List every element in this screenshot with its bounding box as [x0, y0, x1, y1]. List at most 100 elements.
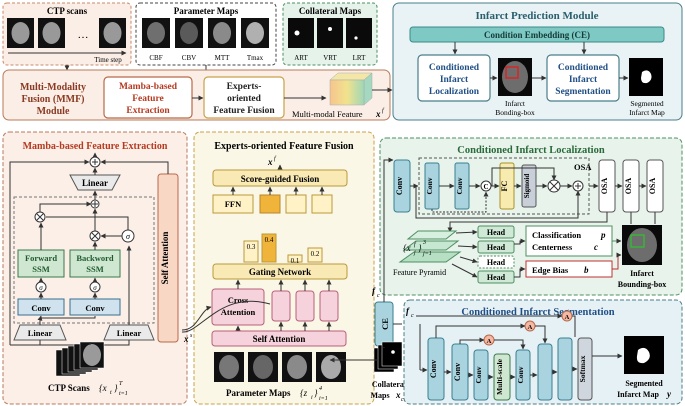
ctp-brain-1 [11, 22, 30, 44]
svg-text:{z: {z [300, 388, 308, 398]
svg-text:Attention: Attention [221, 307, 256, 317]
svg-text:j=1: j=1 [422, 251, 432, 257]
svg-text:Infarct Map: Infarct Map [617, 390, 659, 399]
svg-text:Maps: Maps [370, 391, 389, 400]
svg-text:Score-guided Fusion: Score-guided Fusion [241, 174, 320, 184]
mmf-module: Multi-Modality Fusion (MMF) Module Mamba… [2, 69, 391, 121]
svg-text:Conditioned: Conditioned [429, 63, 480, 73]
svg-text:t: t [110, 390, 112, 396]
svg-text:Conv: Conv [453, 363, 462, 381]
ce-side: f c CE Collateral Maps x c [329, 157, 407, 403]
svg-text:Feature Pyramid: Feature Pyramid [393, 268, 446, 277]
mamba-extraction-panel: Mamba-based Feature Extraction Linear σ … [2, 131, 193, 405]
param-label-2: MTT [215, 54, 231, 62]
svg-text:i=1: i=1 [319, 396, 328, 402]
head-2 [477, 240, 515, 254]
svg-text:Infarct: Infarct [505, 99, 526, 108]
svg-text:Cross: Cross [228, 295, 249, 305]
ffn-expert-3 [285, 194, 307, 214]
svg-text:s: s [190, 333, 193, 339]
svg-text:Head: Head [487, 258, 506, 267]
svg-text:}: } [314, 388, 318, 398]
svg-text:Gating Network: Gating Network [249, 267, 311, 277]
svg-text:f: f [382, 107, 385, 114]
svg-text:OSA: OSA [574, 162, 592, 172]
svg-text:Linear: Linear [117, 328, 142, 338]
seg-conv-6 [557, 337, 573, 401]
loc-title: Conditioned Infarct Localization [457, 145, 605, 156]
ctp-ellipsis: … [78, 29, 89, 41]
coll-label-2: LRT [353, 54, 367, 62]
svg-text:Classification: Classification [532, 230, 581, 240]
svg-text:Localization: Localization [429, 87, 480, 97]
svg-text:Conv: Conv [455, 177, 464, 194]
ctp-stack [55, 341, 105, 377]
mmf-title-1: Multi-Modality [20, 82, 86, 93]
param-token-3 [295, 290, 315, 322]
svg-text:Conv: Conv [474, 366, 483, 383]
svg-text:CE: CE [380, 318, 390, 330]
svg-text:c: c [401, 397, 404, 403]
svg-text:OSA: OSA [624, 178, 633, 195]
svg-text:Extraction: Extraction [126, 106, 170, 116]
svg-text:A: A [487, 338, 492, 345]
svg-text:Experts-: Experts- [227, 82, 262, 92]
gating-weights: 0.30.40.10.2 [243, 233, 323, 265]
head-3 [477, 255, 515, 269]
svg-text:x: x [267, 157, 273, 167]
svg-text:Segmentation: Segmentation [555, 87, 611, 97]
seg-conv-3 [473, 349, 489, 401]
svg-text:j: j [413, 250, 416, 256]
svg-text:Mamba-based: Mamba-based [119, 82, 178, 92]
svg-text:Infarct Map: Infarct Map [629, 108, 665, 117]
svg-text:FC: FC [500, 180, 509, 191]
svg-text:Conv: Conv [395, 177, 404, 195]
collateral-maps-panel: Collateral Maps ART VRT LRT [282, 2, 378, 66]
mmf-title-2: Fusion (MMF) [21, 94, 84, 105]
svg-text:CTP Scans: CTP Scans [48, 383, 90, 393]
svg-text:}: } [114, 383, 118, 393]
svg-text:Backword: Backword [76, 253, 114, 263]
linear-right [103, 324, 155, 341]
svg-text:oriented: oriented [227, 94, 261, 104]
svg-text:Self Attention: Self Attention [253, 334, 306, 344]
svg-text:σ: σ [93, 284, 97, 292]
svg-text:Self Attention: Self Attention [160, 232, 170, 285]
svg-text:Parameter Maps: Parameter Maps [226, 388, 291, 398]
svg-text:Centerness: Centerness [532, 242, 573, 252]
svg-text:c: c [411, 313, 414, 319]
svg-text:σ: σ [126, 232, 131, 241]
svg-text:i: i [311, 395, 313, 401]
localization-panel: Conditioned Infarct Localization Conv Co… [379, 137, 683, 296]
svg-text:}: } [418, 243, 422, 253]
svg-text:Sigmoid: Sigmoid [523, 174, 531, 199]
param-label-0: CBF [149, 54, 162, 62]
svg-text:f: f [274, 155, 277, 162]
time-step-label: Time step [94, 56, 122, 64]
svg-text:Conv: Conv [429, 360, 438, 378]
svg-text:Collateral: Collateral [372, 380, 407, 389]
param-token-2 [271, 290, 291, 322]
svg-text:Condition Embedding (CE): Condition Embedding (CE) [484, 30, 590, 40]
svg-text:y: y [666, 389, 672, 399]
svg-text:Edge Bias: Edge Bias [532, 265, 569, 275]
svg-text:Forward: Forward [25, 253, 57, 263]
gating-weight-bar [307, 247, 323, 263]
svg-text:Conditioned: Conditioned [558, 63, 609, 73]
svg-text:Head: Head [487, 243, 506, 252]
svg-text:A: A [565, 314, 570, 321]
svg-text:Conv: Conv [31, 303, 51, 313]
coll-label-1: VRT [323, 54, 337, 62]
gating-weight-label: 0.4 [265, 236, 274, 244]
gating-weight-bar [287, 254, 303, 263]
param-label-3: Tmax [247, 54, 264, 62]
svg-text:Segmented: Segmented [630, 99, 664, 108]
svg-text:FFN: FFN [225, 199, 242, 209]
svg-text:Conv: Conv [425, 177, 434, 194]
svg-text:Infarct: Infarct [440, 75, 469, 85]
svg-text:Head: Head [487, 273, 506, 282]
svg-text:Bounding-box: Bounding-box [618, 280, 666, 289]
ffn-expert-2 [259, 194, 281, 214]
svg-text:Feature: Feature [132, 94, 163, 104]
